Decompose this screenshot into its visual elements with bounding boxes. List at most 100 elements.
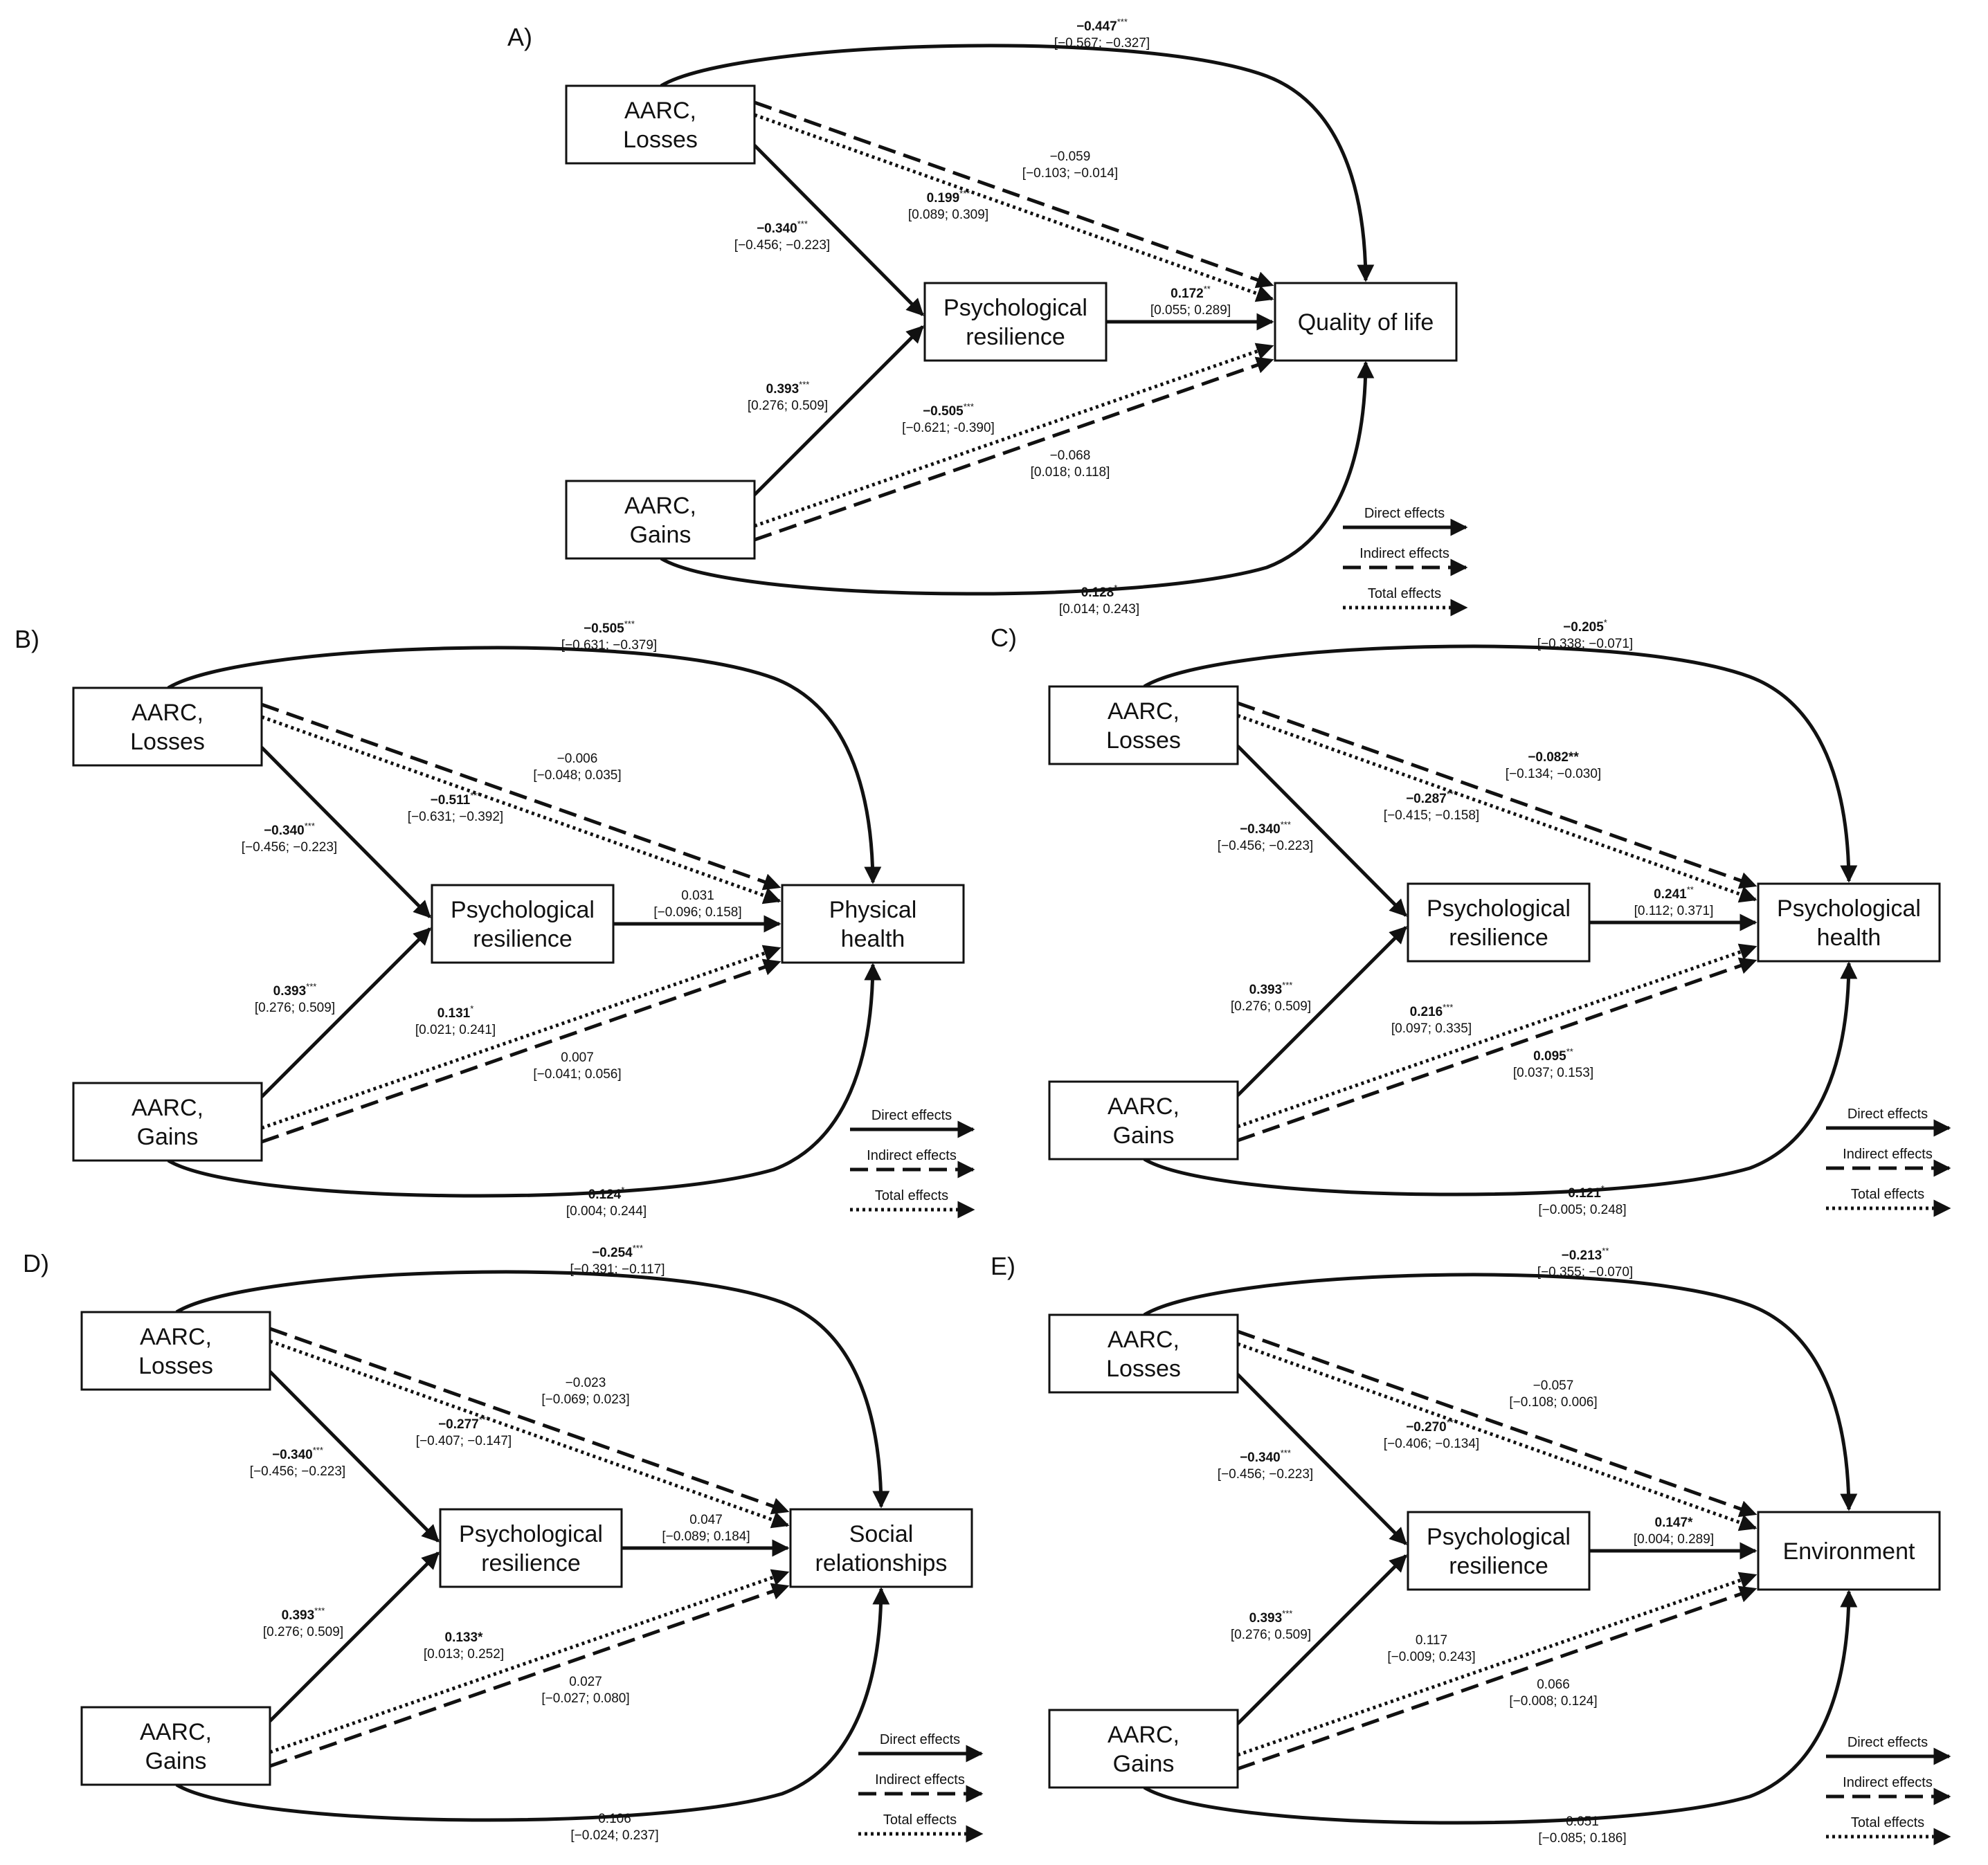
coef-resilience-to-outcome: 0.172**[0.055; 0.289] [1150,284,1231,318]
coef-losses-total: −0.511***[−0.631; −0.392] [408,790,503,824]
psychological-resilience-box-label-line: Psychological [1427,895,1571,922]
coef-gains-indirect-estimate: 0.027 [569,1675,602,1689]
edge-losses-direct [1143,1273,1858,1511]
coef-resilience-to-outcome: 0.241**[0.112; 0.371] [1634,884,1714,918]
coef-gains-total-ci: [0.013; 0.252] [424,1647,504,1662]
coef-gains-to-resilience: 0.393*** [0.276; 0.509] [263,1605,343,1639]
psychological-resilience-box: Psychological resilience [439,1508,623,1588]
coef-gains-to-resilience-estimate: 0.393*** [766,379,810,397]
edge-losses-indirect [261,702,781,891]
edge-losses-to-resilience [260,746,431,918]
aarc-losses-box-label-line: Losses [1106,727,1181,754]
edge-gains-direct [660,361,1375,596]
coef-losses-indirect-estimate: −0.082** [1528,750,1579,765]
coef-resilience-to-outcome: 0.031[−0.096; 0.158] [653,889,741,920]
legend-total-label: Total effects [1851,1187,1924,1202]
aarc-losses-box: AARC,Losses [1048,1313,1239,1394]
aarc-losses-box-frame [565,84,756,165]
coef-losses-indirect-estimate: −0.006 [557,752,598,766]
coef-losses-indirect: −0.059 [−0.103; −0.014] [1022,149,1118,181]
coef-losses-total: −0.277***[−0.407; −0.147] [416,1414,512,1448]
edge-losses-indirect [269,1327,790,1515]
coef-losses-total: −0.287***[−0.415; −0.158] [1384,789,1479,823]
aarc-losses-box-label-line: AARC, [1108,698,1180,725]
coef-gains-total-ci: [0.021; 0.241] [415,1023,496,1037]
coef-gains-total-estimate: 0.117 [1416,1633,1447,1648]
coef-losses-total-ci: [−0.415; −0.158] [1384,808,1479,823]
coef-losses-direct-ci: [−0.391; −0.117] [570,1262,665,1277]
coef-resilience-to-outcome: 0.047[−0.089; 0.184] [662,1513,750,1544]
aarc-losses-box-frame [1048,1313,1239,1394]
coef-losses-to-resilience-ci: [−0.456; −0.223] [242,840,337,855]
coef-losses-direct: −0.505***[−0.631; −0.379] [561,619,657,653]
coef-losses-total: −0.270***[−0.406; −0.134] [1384,1417,1479,1451]
legend-direct-label: Direct effects [1847,1735,1928,1750]
coef-losses-to-resilience: −0.340***[−0.456; −0.223] [734,219,830,253]
legend-total-label: Total effects [883,1812,957,1828]
coef-losses-indirect: −0.082**[−0.134; −0.030] [1506,750,1601,781]
outcome-box-frame [1757,882,1941,963]
coef-gains-direct-ci: [0.004; 0.244] [566,1204,647,1219]
edge-gains-direct [1143,961,1858,1197]
outcome-box-label-line: Physical [829,897,917,923]
psychological-resilience-box-label-line: resilience [966,324,1065,350]
edge-losses-total [754,113,1274,302]
panel-label: E) [991,1252,1015,1280]
coef-gains-to-resilience-ci: [0.276; 0.509] [748,399,828,413]
coef-losses-indirect-ci: [−0.103; −0.014] [1022,166,1118,181]
psychological-resilience-box-label-line: Psychological [459,1521,603,1547]
panel-label: D) [23,1249,49,1277]
aarc-gains-box: AARC,Gains [1048,1709,1239,1789]
aarc-gains-box-label-line: Gains [630,522,692,548]
coef-losses-indirect: −0.006[−0.048; 0.035] [533,752,621,783]
legend-total-label: Total effects [1851,1815,1924,1830]
edge-gains-indirect [754,356,1274,542]
coef-gains-to-resilience-estimate: 0.393*** [282,1605,325,1623]
coef-gains-indirect-estimate: −0.068 [1050,448,1091,463]
coef-gains-total-ci: [−0.009; 0.243] [1387,1650,1475,1664]
coef-gains-to-resilience-ci: [0.276; 0.509] [263,1625,343,1639]
edge-gains-to-resilience [269,1552,440,1722]
coef-resilience-to-outcome-ci: [0.055; 0.289] [1150,303,1231,318]
coef-losses-indirect-estimate: −0.059 [1050,149,1091,164]
psychological-resilience-box-label-line: resilience [481,1550,581,1576]
outcome-box-frame [1757,1511,1941,1591]
aarc-gains-box-frame [80,1706,271,1786]
edge-losses-to-resilience [269,1370,440,1543]
edge-gains-to-resilience [1236,1554,1407,1725]
outcome-box-label-line: Social [849,1521,914,1547]
coef-gains-to-resilience-ci: [0.276; 0.509] [255,1001,335,1015]
coef-losses-to-resilience-estimate: −0.340*** [272,1445,323,1462]
aarc-gains-box-label-line: Gains [1113,1122,1175,1149]
legend-indirect-label: Indirect effects [1843,1147,1933,1162]
coef-losses-to-resilience: −0.340***[−0.456; −0.223] [1218,1448,1313,1482]
coef-losses-indirect-ci: [−0.108; 0.006] [1509,1395,1597,1410]
coef-losses-to-resilience-estimate: −0.340*** [1240,1448,1291,1465]
edge-losses-to-resilience [1236,1373,1407,1545]
coef-gains-indirect-ci: [0.037; 0.153] [1513,1066,1593,1080]
coef-gains-to-resilience-estimate: 0.393*** [1249,1608,1293,1626]
edge-losses-to-resilience [753,144,924,316]
coef-losses-direct-ci: [−0.355; −0.070] [1537,1265,1633,1280]
edge-gains-direct [167,963,882,1198]
panel-label: A) [507,23,532,51]
edge-losses-indirect [754,100,1274,289]
aarc-losses-box-frame [80,1311,271,1391]
coef-losses-direct-estimate: −0.205* [1563,617,1607,635]
coef-losses-total-ci: [−0.406; −0.134] [1384,1437,1479,1451]
psychological-resilience-box-label-line: resilience [473,926,572,952]
edge-losses-total [261,715,781,904]
coef-gains-total-ci: [−0.621; -0.390] [902,421,995,435]
coef-resilience-to-outcome-ci: [−0.096; 0.158] [653,905,741,920]
aarc-gains-box-label-line: Gains [145,1748,207,1774]
coef-resilience-to-outcome-estimate: 0.047 [689,1513,723,1527]
outcome-box-frame [789,1508,973,1588]
outcome-box-frame [781,884,965,964]
coef-gains-direct: 0.124*[0.004; 0.244] [566,1185,647,1219]
